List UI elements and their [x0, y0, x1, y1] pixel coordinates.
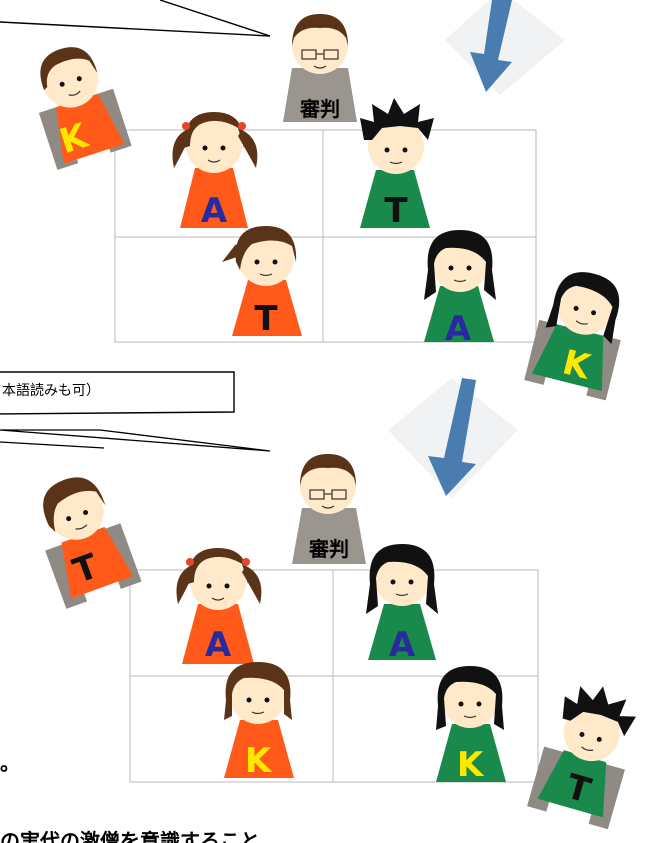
bottom-fragment-2: の実代の激僧を意識すること	[0, 829, 260, 843]
referee-top	[283, 14, 357, 122]
down-arrow-bottom	[428, 378, 476, 496]
bottom-fragment-1: 。	[0, 751, 20, 775]
arrow-backdrop-top	[445, 0, 565, 95]
speech-tail-top	[0, 0, 271, 37]
player-a-bottom-1	[176, 548, 262, 664]
player-t-right-bottom	[527, 686, 636, 830]
grid-letter-bottom-3: K	[245, 741, 273, 781]
grid-letter-bottom-2: A	[389, 625, 416, 665]
grid-letter-top-3: T	[254, 299, 278, 339]
speech-bubble-text: 本語読みも可）	[2, 382, 100, 399]
player-k-bottom-3	[224, 662, 294, 778]
speech-bubble	[0, 371, 271, 452]
referee-label-top: 審判	[299, 97, 340, 121]
player-k-right-top	[524, 272, 621, 401]
player-k-bottom-4	[436, 666, 506, 782]
grid-letter-top-4: A	[445, 309, 472, 349]
player-k-left-top	[38, 47, 132, 170]
referee-label-bottom: 審判	[308, 537, 349, 561]
player-t-left-bottom	[43, 477, 142, 609]
down-arrow-top	[470, 0, 512, 92]
grid-letter-bottom-4: K	[457, 745, 485, 785]
player-t-top-2	[360, 98, 434, 228]
referee-bottom	[292, 454, 366, 564]
player-t-top-3	[222, 226, 302, 336]
grid-letter-top-1: A	[201, 191, 228, 231]
player-a-top-4	[424, 230, 496, 342]
player-a-bottom-2	[366, 544, 438, 660]
grid-letter-bottom-1: A	[205, 625, 232, 665]
grid-letter-top-2: T	[384, 191, 408, 231]
player-a-top-1	[172, 112, 258, 228]
